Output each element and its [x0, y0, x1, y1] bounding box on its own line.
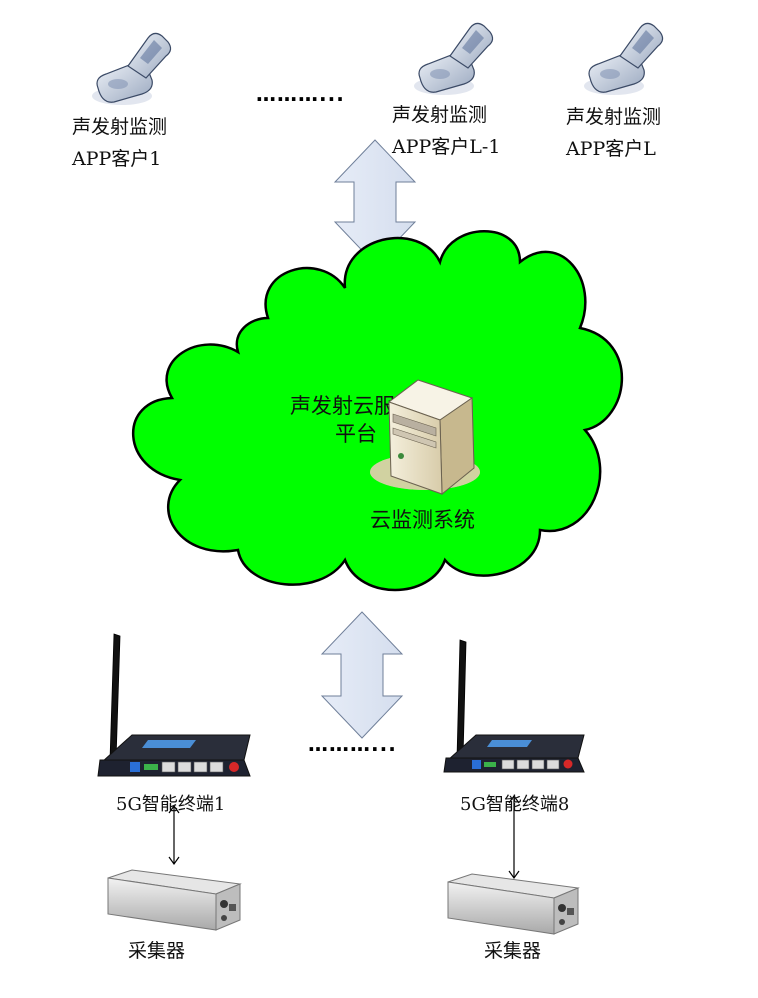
mobile-phone-icon [413, 22, 494, 96]
bidirectional-arrow-bottom [320, 611, 404, 739]
collector-label: 采集器 [128, 940, 186, 962]
cloud-title-line1: 声发射云服务 [290, 394, 416, 418]
link-arrow-terminal1-collector [168, 804, 180, 866]
client-label-line1: 声发射监测 [566, 106, 662, 128]
client-label-line2: APP客户L [566, 138, 656, 160]
mobile-phone-icon [583, 22, 664, 96]
cloud-subtitle: 云监测系统 [370, 508, 475, 532]
router-icon [443, 639, 585, 773]
cloud-title-line2: 平台 [335, 422, 377, 446]
terminal-label: 5G智能终端8 [460, 794, 570, 815]
collector-device-icon [107, 869, 242, 931]
client-label-line2: APP客户1 [72, 148, 162, 170]
collector-device-icon [447, 873, 580, 935]
link-arrow-terminal8-collector [508, 794, 520, 880]
terminal-label: 5G智能终端1 [116, 794, 226, 815]
ellipsis-bottom: ………... [308, 732, 397, 756]
mobile-phone-icon [91, 32, 172, 106]
client-label-line1: 声发射监测 [72, 116, 168, 138]
router-icon [97, 633, 251, 777]
client-label-line2: APP客户L-1 [392, 136, 501, 158]
cloud-shape [132, 230, 624, 592]
collector-label: 采集器 [484, 940, 542, 962]
client-label-line1: 声发射监测 [392, 104, 488, 126]
ellipsis-top: ………... [256, 82, 345, 106]
